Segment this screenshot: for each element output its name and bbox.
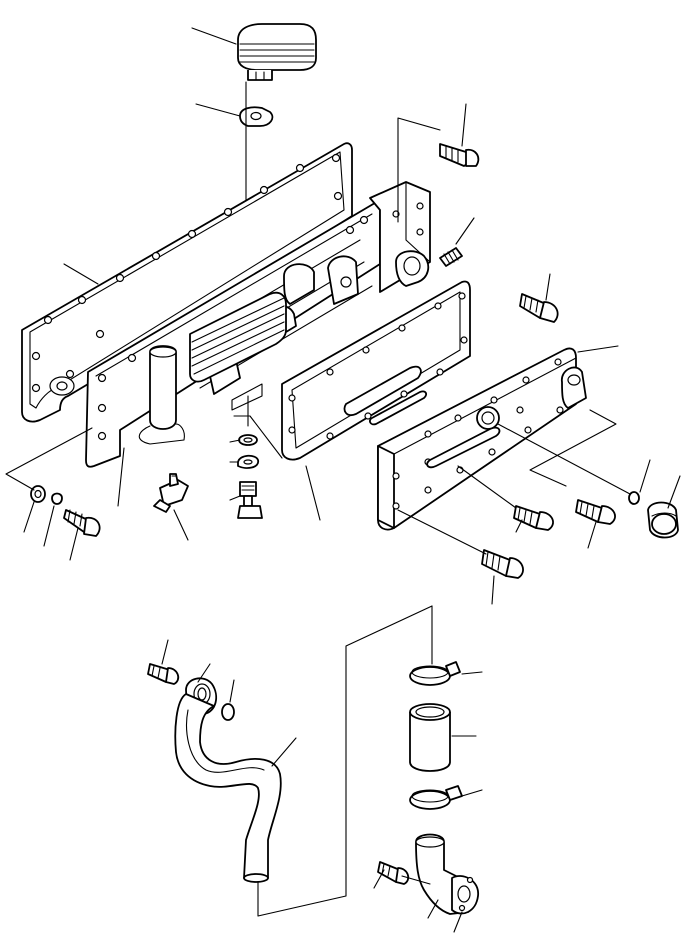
leader-line-washer-left-2: [43, 505, 55, 547]
leader-line-elbow: [427, 899, 439, 919]
drain-valve: [153, 473, 189, 513]
plug-cap: [647, 501, 679, 539]
bolt-lower-left: [147, 663, 180, 685]
cooler-case: [85, 181, 431, 468]
hose: [409, 703, 451, 772]
leader-line-bolt-center: [229, 495, 241, 501]
leader-line-bent-tube: [271, 737, 297, 767]
leader-line-bolt-lower-left: [161, 639, 169, 665]
center-washers: [237, 434, 263, 519]
leader-line-elbow-gasket: [453, 911, 463, 933]
leader-line-bolt-cover-3: [397, 509, 487, 555]
bolt-cover-1: [513, 505, 554, 531]
left-fasteners: [30, 485, 101, 537]
leader-line-bolt-right: [545, 273, 551, 301]
cooler-cover: [377, 347, 587, 531]
leader-line-bolt-top: [461, 103, 467, 147]
bent-tube: [174, 693, 282, 883]
leader-line-bolt-cover-2: [587, 521, 597, 549]
leader-line-cover: [577, 345, 619, 353]
plug: [439, 247, 463, 267]
bolt-top: [439, 143, 480, 167]
leader-line-bolt-cover-1b: [515, 519, 523, 533]
cover-gasket-holes: [288, 292, 468, 440]
gasket-bolt-holes: [31, 153, 343, 393]
cover-bolt-holes: [392, 358, 564, 510]
bolt-cover-2: [575, 499, 616, 525]
connector-line-gasket: [233, 415, 283, 459]
o-ring-lower: [221, 703, 235, 721]
leader-line-drain-valve: [173, 509, 189, 541]
leader-line-bolt-left: [69, 527, 79, 561]
leader-line-clamp-bottom: [461, 789, 483, 797]
bolt-right: [519, 293, 559, 323]
leader-line-o-ring-right: [639, 459, 651, 493]
case-bolt-holes: [97, 215, 369, 441]
cooler-case-gasket: [21, 142, 353, 423]
leader-line-cooler: [191, 27, 237, 45]
leader-line-o-ring-lower: [229, 679, 235, 703]
leader-line-bolt-cover-1: [457, 465, 517, 509]
leader-line-tube-flange: [197, 663, 211, 683]
cooler-gasket: [239, 106, 274, 127]
leader-line-washer-left-1: [23, 501, 35, 533]
leader-line-plug-cap: [667, 475, 681, 509]
oil-cooler-element: [237, 23, 317, 81]
bolt-elbow: [377, 861, 410, 885]
connector-line-left: [5, 427, 93, 491]
leader-line-large-gasket: [63, 263, 99, 285]
leader-line-gasket: [195, 103, 241, 117]
cover-gasket: [281, 280, 471, 461]
leader-line-case-bottom: [117, 447, 125, 507]
leader-line-bolt-elbow: [373, 869, 431, 889]
leader-line-clamp-top: [461, 671, 483, 675]
hose-clamp-bottom: [409, 785, 463, 810]
leader-line-case: [397, 117, 441, 223]
connector-line-o-ring: [497, 423, 631, 495]
hose-clamp-top: [409, 661, 461, 686]
leader-line-washer-1: [229, 439, 241, 443]
connector-line-lower: [257, 605, 433, 917]
o-ring-right: [628, 491, 640, 505]
leader-line-plug: [455, 217, 475, 245]
elbow-connector: [415, 833, 479, 915]
leader-line-bolt-cover-3b: [491, 575, 495, 605]
leader-line-cover-gasket: [305, 465, 321, 521]
bolt-cover-3: [481, 549, 524, 579]
connector-line-cover: [529, 409, 617, 487]
